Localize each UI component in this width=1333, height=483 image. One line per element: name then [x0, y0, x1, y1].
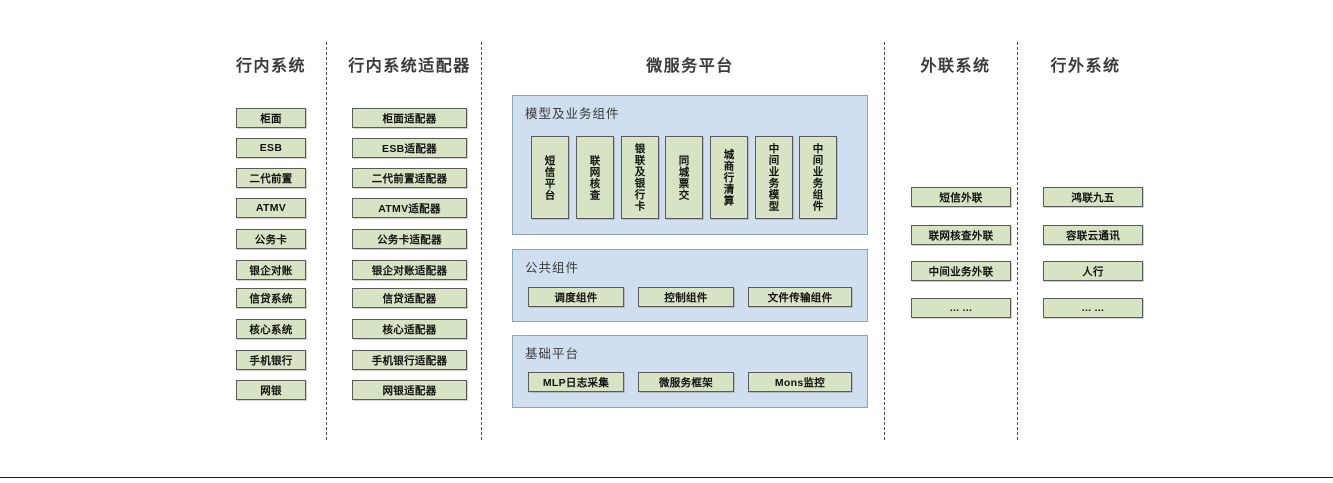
- column-divider-3: [884, 42, 885, 440]
- panel-title: 公共组件: [525, 261, 580, 275]
- panel-public-components: 公共组件: [512, 249, 868, 322]
- list-item[interactable]: ... ...: [1043, 298, 1143, 318]
- column-heading-outside-bank-systems: 行外系统: [1050, 58, 1121, 75]
- list-item[interactable]: 柜面: [236, 108, 306, 128]
- list-item[interactable]: 信贷系统: [236, 288, 306, 308]
- column-heading-internal-system-adapters: 行内系统适配器: [348, 58, 471, 75]
- list-item[interactable]: 联网核查外联: [911, 225, 1011, 245]
- bottom-divider: [0, 477, 1333, 478]
- list-item[interactable]: 网银: [236, 380, 306, 400]
- column-divider-2: [481, 42, 482, 440]
- list-item[interactable]: 核心适配器: [352, 319, 467, 339]
- list-item[interactable]: 容联云通讯: [1043, 225, 1143, 245]
- column-heading-external-liaison-systems: 外联系统: [920, 58, 991, 75]
- panel-basic-platform: 基础平台: [512, 335, 868, 408]
- list-item[interactable]: ATMV适配器: [352, 198, 467, 218]
- list-item[interactable]: 公务卡: [236, 229, 306, 249]
- list-item[interactable]: 核心系统: [236, 319, 306, 339]
- list-item[interactable]: 中间业务组件: [799, 136, 837, 219]
- list-item[interactable]: ... ...: [911, 298, 1011, 318]
- list-item[interactable]: 银企对账: [236, 260, 306, 280]
- list-item[interactable]: 中间业务模型: [755, 136, 793, 219]
- list-item[interactable]: 微服务框架: [638, 372, 734, 392]
- column-heading-microservice-platform: 微服务平台: [646, 58, 734, 75]
- list-item[interactable]: 手机银行: [236, 350, 306, 370]
- list-item[interactable]: 二代前置: [236, 168, 306, 188]
- list-item[interactable]: 短信平台: [531, 136, 569, 219]
- list-item[interactable]: 柜面适配器: [352, 108, 467, 128]
- list-item[interactable]: 调度组件: [528, 287, 624, 307]
- list-item[interactable]: 中间业务外联: [911, 261, 1011, 281]
- list-item[interactable]: 鸿联九五: [1043, 187, 1143, 207]
- list-item[interactable]: 银企对账适配器: [352, 260, 467, 280]
- list-item[interactable]: 公务卡适配器: [352, 229, 467, 249]
- list-item[interactable]: 文件传输组件: [748, 287, 852, 307]
- list-item[interactable]: ATMV: [236, 198, 306, 218]
- column-divider-4: [1017, 42, 1018, 440]
- list-item[interactable]: 二代前置适配器: [352, 168, 467, 188]
- list-item[interactable]: 信贷适配器: [352, 288, 467, 308]
- list-item[interactable]: 城商行清算: [710, 136, 748, 219]
- panel-title: 模型及业务组件: [525, 107, 620, 121]
- list-item[interactable]: 短信外联: [911, 187, 1011, 207]
- list-item[interactable]: Mons监控: [748, 372, 852, 392]
- list-item[interactable]: 银联及银行卡: [621, 136, 659, 219]
- column-heading-internal-systems: 行内系统: [235, 58, 306, 75]
- list-item[interactable]: MLP日志采集: [528, 372, 624, 392]
- list-item[interactable]: ESB适配器: [352, 138, 467, 158]
- list-item[interactable]: ESB: [236, 138, 306, 158]
- list-item[interactable]: 控制组件: [638, 287, 734, 307]
- panel-title: 基础平台: [525, 347, 580, 361]
- list-item[interactable]: 人行: [1043, 261, 1143, 281]
- column-divider-1: [326, 42, 327, 440]
- list-item[interactable]: 网银适配器: [352, 380, 467, 400]
- list-item[interactable]: 联网核查: [576, 136, 614, 219]
- list-item[interactable]: 同城票交: [665, 136, 703, 219]
- list-item[interactable]: 手机银行适配器: [352, 350, 467, 370]
